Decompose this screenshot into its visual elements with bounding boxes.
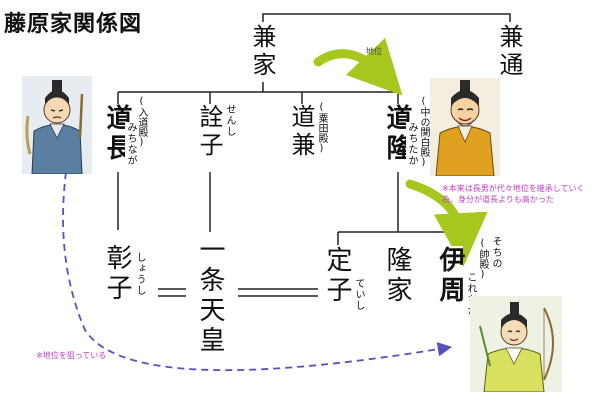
korechika-figure-icon — [470, 296, 562, 392]
name-teishi: 定子 — [322, 246, 352, 306]
reading-korechika: これちか — [465, 272, 476, 316]
name-michikane: 道兼 — [287, 104, 315, 160]
dashed-arrow-aim — [62, 171, 453, 371]
reading-senshi: せんし — [224, 104, 235, 137]
michinaga-figure-icon — [22, 76, 92, 174]
reading-teishi: ていし — [353, 278, 364, 311]
green-arrow-chii — [313, 37, 403, 96]
line-kaneie-kanemichi — [262, 13, 511, 22]
name-michinaga: 道長 — [102, 104, 132, 164]
name-michitaka: 道隆 — [382, 104, 412, 164]
name-kanemichi: 兼通 — [495, 24, 523, 80]
name-senshi: 詮子 — [195, 104, 223, 160]
alias-michikane: (粟田殿) — [316, 102, 327, 154]
green-arrow-korechika — [405, 179, 488, 267]
marriage-ichijo-teishi — [238, 288, 318, 297]
note-aim: ※地位を狙っている — [36, 351, 107, 360]
name-shoshi: 彰子 — [102, 244, 132, 304]
name-ichijo: 一条天皇 — [195, 236, 225, 356]
alias-michinaga: (入道殿) — [136, 96, 147, 148]
note-succession: ※本来は長男が代々地位を継承していく為、身分が道長よりも高かった — [442, 184, 585, 204]
marriage-shoshi-ichijo — [158, 288, 186, 297]
michitaka-figure-icon — [430, 78, 500, 176]
name-kaneie: 兼家 — [248, 24, 276, 80]
label-chii: 地位 — [366, 47, 382, 56]
name-korechika: 伊周 — [435, 246, 465, 306]
reading-michinaga: みちなが — [125, 122, 136, 166]
reading-michitaka: みちたか — [406, 122, 417, 166]
alias-reading-korechika: そちの — [490, 236, 501, 269]
reading-shoshi: しょうし — [134, 252, 145, 296]
alias-michitaka: (中の関白殿) — [418, 96, 429, 168]
alias-korechika: (帥殿) — [477, 238, 488, 280]
page-title: 藤原家関係図 — [4, 11, 143, 37]
name-takaie: 隆家 — [382, 246, 412, 306]
